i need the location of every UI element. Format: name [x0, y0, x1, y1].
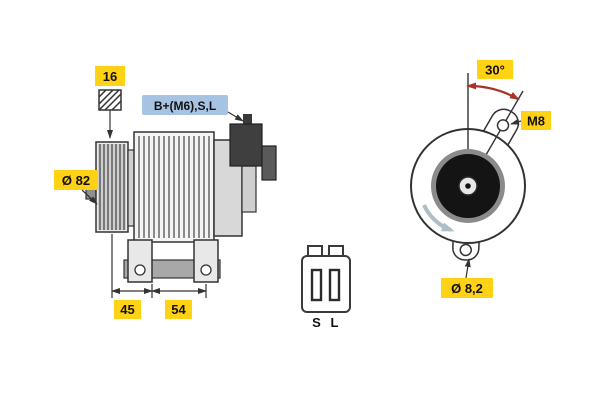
connector-plug: S L: [301, 245, 351, 330]
angle-label-box: [477, 60, 513, 79]
pulley-diameter-label-box: [54, 170, 98, 190]
foot-hole-rear: [200, 264, 212, 276]
terminal-label: B+(M6),S,L: [154, 99, 216, 113]
front-view: [410, 73, 526, 261]
side-dimensions: 45 54: [111, 234, 207, 319]
shaft-center-dot: [465, 183, 471, 189]
terminal-block: [229, 123, 263, 167]
dim-45-label: 45: [120, 302, 134, 317]
dim-54-label: 54: [171, 302, 186, 317]
hole-diameter-label: Ø 8,2: [451, 281, 483, 296]
dim-45-label-box: [114, 300, 141, 319]
terminal-stud: [243, 114, 252, 126]
mounting-foot-rear: [193, 239, 219, 283]
connector-slot-l: [328, 268, 341, 302]
pulley-diameter-label: Ø 82: [62, 173, 90, 188]
belt-width-label-box: [95, 66, 125, 86]
connector-pin-l-label: L: [331, 315, 339, 330]
hole-diameter-callout: Ø 8,2: [441, 258, 493, 298]
mounting-foot-front: [127, 239, 153, 283]
pulley-diameter-leader: [81, 189, 98, 205]
thread-label: M8: [527, 114, 545, 129]
terminal-leader-line: [227, 111, 244, 122]
belt-width-callout: 16: [95, 66, 125, 139]
connector-slot-s: [310, 268, 323, 302]
terminal-label-box: [142, 95, 228, 115]
rear-housing-step: [241, 165, 257, 213]
hole-diameter-label-box: [441, 278, 493, 298]
ear-hole-top: [496, 119, 510, 132]
connector-housing: [301, 255, 351, 313]
belt-width-label: 16: [103, 69, 117, 84]
ear-hole-bottom: [459, 243, 473, 257]
side-view: [85, 114, 277, 283]
angle-arc-arrow: [466, 82, 520, 100]
thread-label-box: [521, 111, 551, 130]
hole-diameter-leader: [464, 258, 471, 279]
stator-fins: [138, 136, 210, 238]
thread-leader-line: [510, 118, 522, 125]
angle-callout: 30°: [477, 60, 513, 79]
pulley-diameter-callout: Ø 82: [54, 170, 98, 205]
thread-callout: M8: [510, 111, 551, 130]
dim-54-label-box: [165, 300, 192, 319]
belt-hatch-lines: [98, 89, 122, 111]
connector-pin-s-label: S: [312, 315, 321, 330]
rotation-direction-arrow: [422, 204, 455, 232]
angle-label: 30°: [485, 63, 505, 78]
pulley-ribs: [98, 144, 126, 230]
terminal-callout: B+(M6),S,L: [142, 95, 244, 122]
terminal-side-lug: [261, 145, 277, 181]
foot-hole-front: [134, 264, 146, 276]
